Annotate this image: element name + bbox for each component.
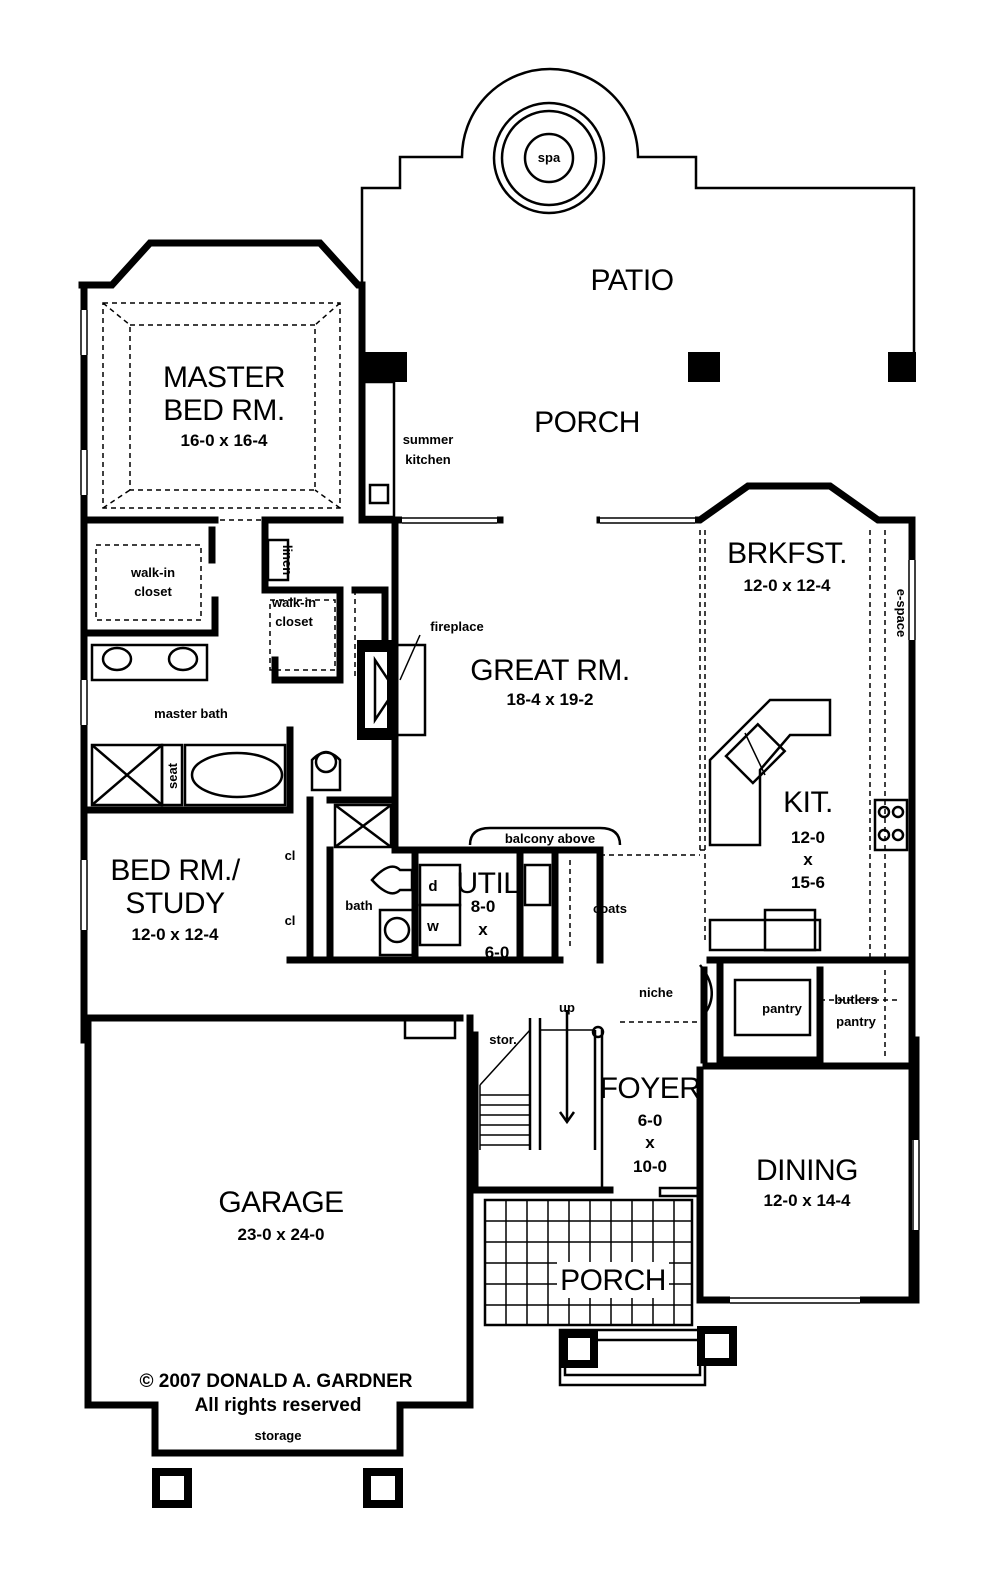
kitchen-dimensions-2: 15-6 [791, 873, 825, 892]
utility-label: UTIL [456, 867, 519, 900]
spa-label: spa [538, 150, 561, 165]
great-room-dimensions: 18-4 x 19-2 [507, 690, 594, 709]
seat-label: seat [165, 762, 180, 789]
pantry-label: pantry [762, 1001, 803, 1016]
copyright-line-1: © 2007 DONALD A. GARDNER [139, 1371, 412, 1392]
breakfast-label: BRKFST. [727, 537, 847, 570]
dining-label: DINING [756, 1154, 858, 1187]
rear-porch-label: PORCH [534, 406, 640, 439]
storage-closet-label: stor. [489, 1032, 516, 1047]
utility-dimensions: 8-0 [471, 897, 496, 916]
bedroom-study-label: BED RM./ [110, 854, 241, 887]
foyer-dimensions-2: 10-0 [633, 1157, 667, 1176]
porch-post [688, 352, 720, 382]
summer-kitchen-label: summer [403, 432, 454, 447]
foyer-dimensions-x: x [645, 1133, 655, 1152]
patio-outline [360, 67, 916, 355]
bedroom-study-dimensions: 12-0 x 12-4 [132, 925, 219, 944]
bedroom-study-label-2: STUDY [125, 887, 225, 920]
linen-label: linen [280, 545, 295, 575]
coats-label: coats [593, 901, 627, 916]
foyer-dimensions: 6-0 [638, 1111, 663, 1130]
utility-dimensions-2: 6-0 [485, 943, 510, 962]
foyer-label: FOYER [600, 1072, 701, 1105]
closet-label: cl [285, 848, 296, 863]
utility-dimensions-x: x [478, 920, 488, 939]
butlers-pantry-label-2: pantry [836, 1014, 877, 1029]
storage-label: storage [255, 1428, 302, 1443]
walk-in-closet-label-2: closet [134, 584, 172, 599]
walk-in-closet-label: walk-in [130, 565, 175, 580]
porch-post [362, 352, 407, 382]
stairs-up-label: up [559, 1000, 575, 1015]
front-porch-label: PORCH [560, 1264, 666, 1297]
closet-label-2: cl [285, 913, 296, 928]
kitchen-label: KIT. [783, 786, 833, 819]
walk-in-closet-2-label: walk-in [271, 595, 316, 610]
master-bath-label: master bath [154, 706, 228, 721]
porch-post [888, 352, 916, 382]
balcony-label: balcony above [505, 831, 595, 846]
copyright-line-2: All rights reserved [195, 1395, 362, 1416]
patio-label: PATIO [590, 264, 673, 297]
dining-dimensions: 12-0 x 14-4 [764, 1191, 851, 1210]
plan-details [90, 302, 909, 1387]
great-room-label: GREAT RM. [470, 654, 629, 687]
garage-label: GARAGE [218, 1186, 343, 1219]
master-bedroom-dimensions: 16-0 x 16-4 [181, 431, 268, 450]
walk-in-closet-2-label-2: closet [275, 614, 313, 629]
breakfast-dimensions: 12-0 x 12-4 [744, 576, 831, 595]
butlers-pantry-label: butlers [834, 992, 877, 1007]
windows [80, 310, 921, 1305]
dryer-label: d [428, 878, 437, 895]
summer-kitchen-label-2: kitchen [405, 452, 451, 467]
bath-label: bath [345, 898, 373, 913]
fireplace-label: fireplace [430, 619, 483, 634]
kitchen-dimensions: 12-0 [791, 828, 825, 847]
kitchen-dimensions-x: x [803, 850, 813, 869]
garage-dimensions: 23-0 x 24-0 [238, 1225, 325, 1244]
master-bedroom-label: MASTER [163, 361, 285, 394]
niche-label: niche [639, 985, 673, 1000]
washer-label: w [426, 918, 439, 935]
e-space-label: e-space [894, 589, 909, 637]
master-bedroom-label-2: BED RM. [163, 394, 285, 427]
